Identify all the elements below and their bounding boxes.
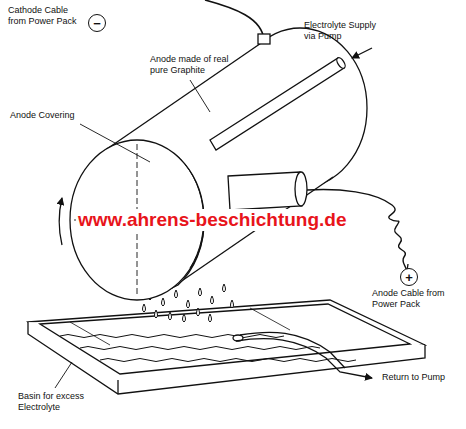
polarity-symbol: +	[400, 268, 418, 286]
cable-label: Anode Cable from Power Pack	[372, 288, 452, 310]
polarity-symbol: −	[88, 14, 106, 32]
return-label: Return to Pump	[382, 372, 445, 383]
covering-label: Anode Covering	[10, 110, 75, 121]
polarity-sign: −	[93, 17, 101, 30]
electrolyte-supply-tube	[210, 48, 372, 150]
supply-label: Electrolyte Supply via Pump	[304, 20, 390, 42]
rotation-arrow	[59, 198, 62, 245]
cable-label: Cathode Cable from Power Pack	[8, 5, 84, 27]
leader-lines	[55, 22, 210, 388]
basin	[28, 300, 425, 394]
cathode-cable	[205, 0, 264, 40]
anode-label: Anode made of real pure Graphite	[150, 54, 230, 76]
watermark: www.ahrens-beschichtung.de	[76, 209, 349, 231]
basin-label: Basin for excess Electrolyte	[18, 391, 94, 413]
return-pipe	[233, 332, 372, 378]
polarity-sign: +	[405, 271, 413, 284]
